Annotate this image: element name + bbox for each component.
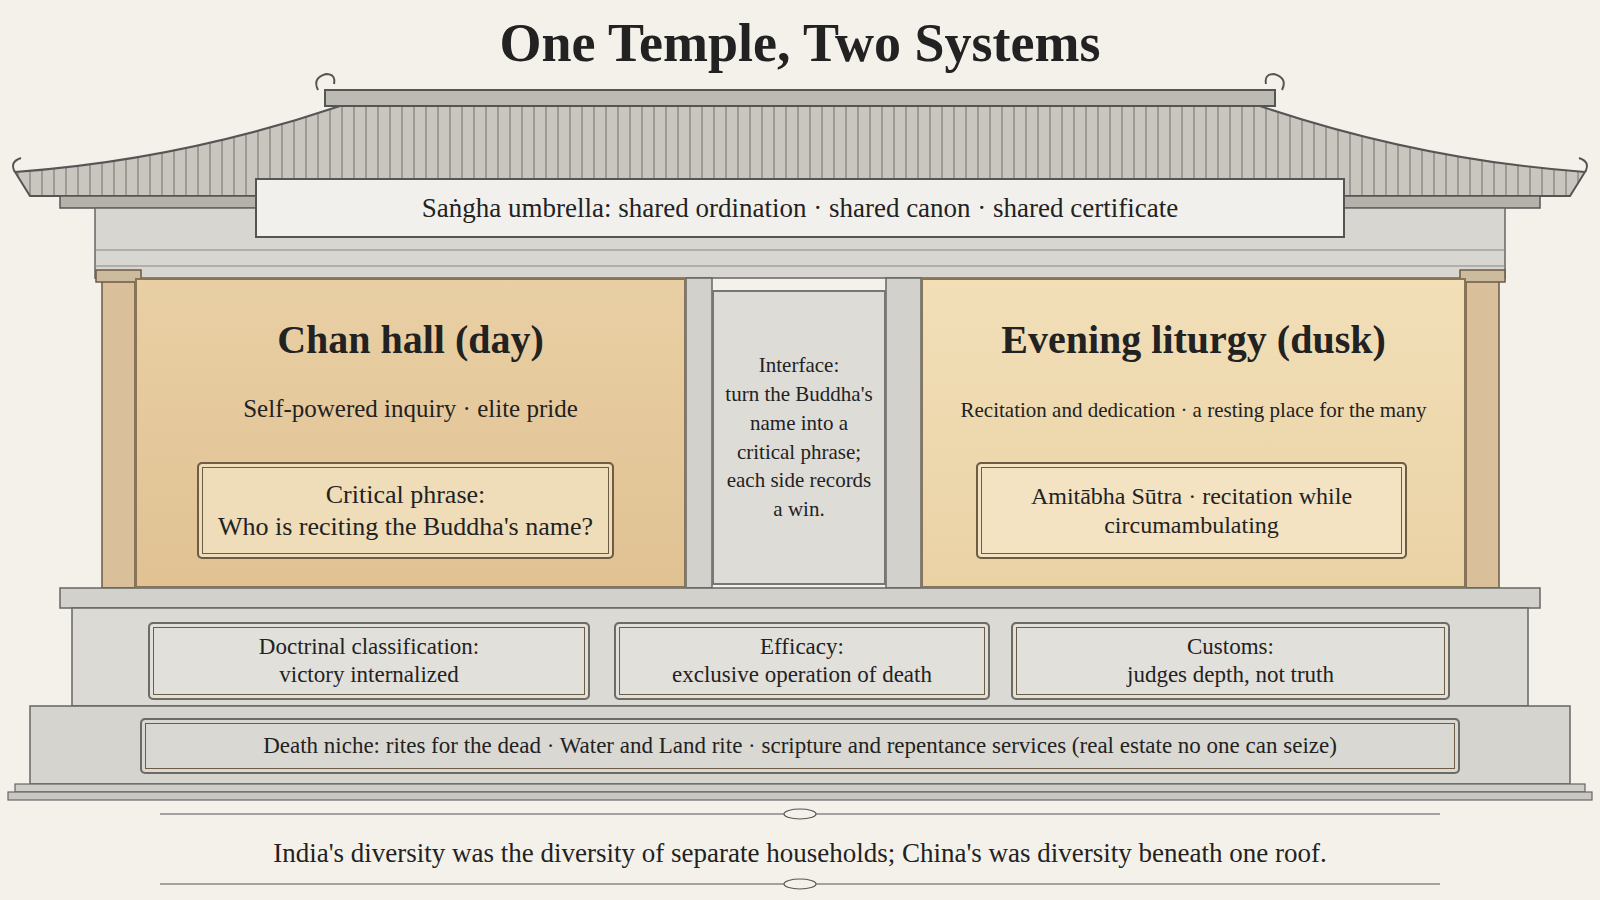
- caption: India's diversity was the diversity of s…: [0, 838, 1600, 869]
- node-body: Who is reciting the Buddha's name?: [218, 511, 593, 542]
- node-body: turn the Buddha's name into a critical p…: [722, 380, 876, 525]
- beam-line: [95, 250, 1505, 251]
- death-niche-band: Death niche: rites for the dead · Water …: [140, 718, 1460, 774]
- ridge-ornament: [316, 74, 334, 90]
- node-heading: Doctrinal classification:: [259, 633, 479, 661]
- eave-tip: [13, 158, 21, 172]
- caption-ornament: [784, 809, 816, 819]
- ridge-ornament: [1266, 74, 1284, 90]
- node-body: exclusive operation of death: [672, 661, 932, 689]
- node-body: judges depth, not truth: [1127, 661, 1334, 689]
- node-heading: Interface:: [759, 351, 839, 380]
- foundation-box: Doctrinal classification:victory interna…: [148, 622, 590, 700]
- node-heading: Evening liturgy (dusk): [933, 316, 1454, 364]
- node-heading: Efficacy:: [760, 633, 844, 661]
- roof-band: Saṅgha umbrella: shared ordination · sha…: [255, 178, 1345, 238]
- node-body: Recitation and dedication · a resting pl…: [933, 398, 1454, 423]
- column: [102, 278, 135, 588]
- node-body: victory internalized: [279, 661, 458, 689]
- node-body: Self-powered inquiry · elite pride: [147, 394, 674, 424]
- column-capital: [1460, 270, 1505, 282]
- node-heading: Customs:: [1187, 633, 1274, 661]
- node-heading: Chan hall (day): [147, 316, 674, 364]
- foundation-box: Efficacy:exclusive operation of death: [614, 622, 990, 700]
- beam-line: [95, 266, 1505, 267]
- foundation-box: Customs:judges depth, not truth: [1011, 622, 1450, 700]
- node-heading: Death niche: rites for the dead · Water …: [263, 732, 1337, 760]
- platform: [72, 608, 1528, 706]
- sutra-box: Amitābha Sūtra · recitation while circum…: [976, 462, 1407, 559]
- column: [686, 278, 712, 588]
- column: [886, 278, 921, 588]
- liturgy-panel: Evening liturgy (dusk) Recitation and ded…: [921, 278, 1466, 588]
- roof-ridge: [325, 90, 1275, 106]
- stair: [15, 784, 1585, 792]
- eave-tip: [1579, 158, 1587, 172]
- node-heading: Amitābha Sūtra · recitation while circum…: [1002, 482, 1382, 540]
- chan-panel: Chan hall (day) Self-powered inquiry · el…: [135, 278, 686, 588]
- caption-ornament: [784, 879, 816, 889]
- platform-base: [30, 706, 1570, 784]
- critical-phrase-box: Critical phrase:Who is reciting the Budd…: [197, 462, 614, 559]
- node-heading: Saṅgha umbrella: shared ordination · sha…: [422, 192, 1178, 224]
- title: One Temple, Two Systems: [0, 12, 1600, 74]
- interface-panel: Interface:turn the Buddha's name into a …: [712, 290, 886, 585]
- column: [1466, 278, 1499, 588]
- node-heading: Critical phrase:: [326, 479, 486, 510]
- platform-slab: [60, 588, 1540, 608]
- stair: [8, 792, 1592, 800]
